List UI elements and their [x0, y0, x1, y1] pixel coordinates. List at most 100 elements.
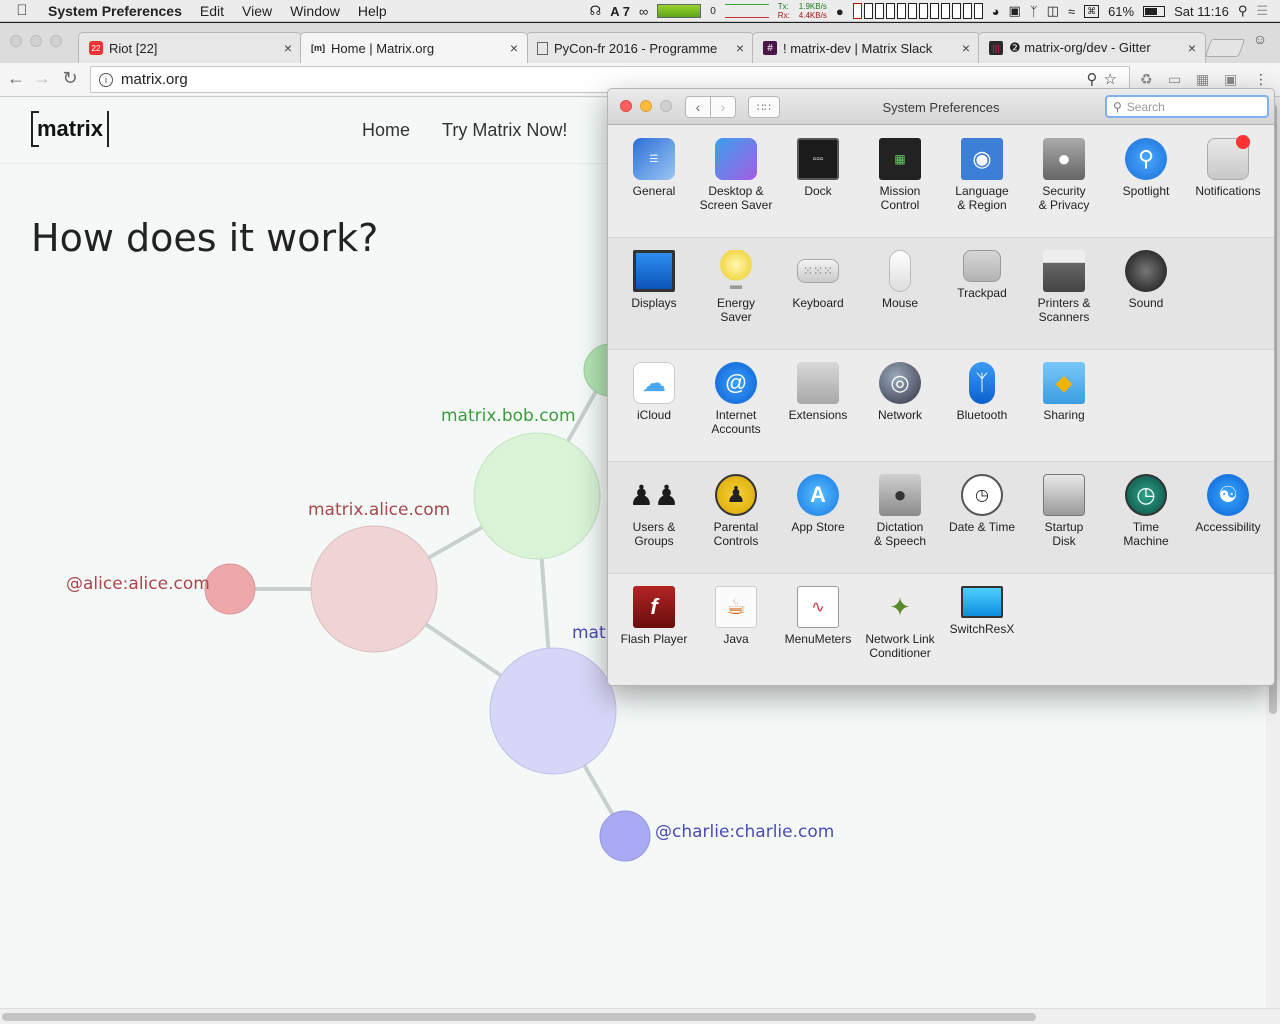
bell-icon[interactable]: ● — [835, 3, 844, 19]
sp-close-button[interactable] — [620, 100, 632, 112]
pane-language-region[interactable]: ◉Language & Region — [941, 132, 1023, 236]
pane-parental-controls[interactable]: ♟Parental Controls — [695, 468, 777, 572]
node-server-charlie[interactable] — [489, 647, 617, 775]
menu-window[interactable]: Window — [290, 2, 340, 19]
tab-close-icon[interactable]: × — [1187, 40, 1197, 56]
pane-accessibility[interactable]: ☯Accessibility — [1187, 468, 1269, 572]
battery-percent[interactable]: 61% — [1108, 3, 1135, 19]
pane-keyboard[interactable]: ⁙⁙⁙Keyboard — [777, 244, 859, 348]
notification-center-icon[interactable]: ☰ — [1256, 3, 1268, 18]
sp-forward-button[interactable]: › — [710, 96, 736, 118]
tab-close-icon[interactable]: × — [735, 40, 745, 56]
clock[interactable]: Sat 11:16 — [1174, 3, 1229, 19]
apple-menu-icon[interactable]:  — [0, 2, 44, 19]
pane-startup-disk[interactable]: Startup Disk — [1023, 468, 1105, 572]
pane-security-privacy[interactable]: ●Security & Privacy — [1023, 132, 1105, 236]
tab-close-icon[interactable]: × — [961, 40, 971, 56]
pane-energy-saver[interactable]: ▬Energy Saver — [695, 244, 777, 348]
node-server-alice[interactable] — [310, 525, 438, 653]
site-info-icon[interactable]: i — [99, 72, 113, 87]
window-close-button[interactable] — [10, 35, 22, 47]
airplay-icon[interactable]: ▣ — [1008, 3, 1021, 18]
forward-icon[interactable]: → — [33, 68, 51, 88]
net-rates[interactable]: 1.9KB/s 4.4KB/s — [798, 2, 827, 20]
sp-back-button[interactable]: ‹ — [685, 96, 711, 118]
pane-sound[interactable]: Sound — [1105, 244, 1187, 348]
sp-zoom-button[interactable] — [660, 100, 672, 112]
pane-desktop-screen-saver[interactable]: Desktop & Screen Saver — [695, 132, 777, 236]
url-text[interactable]: matrix.org — [121, 71, 188, 88]
node-user-alice[interactable] — [204, 563, 256, 615]
tab-gitter[interactable]: ||| ❷ matrix-org/dev - Gitter × — [978, 32, 1206, 63]
mem-pressure[interactable]: 0 — [710, 5, 716, 17]
extension-recycle-icon[interactable]: ♻ — [1140, 71, 1153, 87]
creative-cloud-icon[interactable]: ∞ — [638, 3, 649, 19]
flux-icon[interactable]: ◫ — [1046, 3, 1059, 18]
spotlight-search-icon[interactable]: ⚲ — [1237, 3, 1248, 18]
extension-pocket-icon[interactable]: ▣ — [1224, 71, 1238, 87]
memory-meter[interactable] — [852, 3, 983, 19]
horizontal-scrollbar[interactable] — [0, 1008, 1280, 1024]
vpn-icon[interactable]: ◕ — [991, 3, 1000, 19]
pane-mission-control[interactable]: ▦Mission Control — [859, 132, 941, 236]
pane-sharing[interactable]: ◆Sharing — [1023, 356, 1105, 460]
sp-show-all-button[interactable]: ∷∷ — [748, 96, 780, 118]
pane-switchresx[interactable]: SwitchResX — [941, 580, 1023, 684]
tab-close-icon[interactable]: × — [283, 40, 293, 56]
pane-notifications[interactable]: Notifications — [1187, 132, 1269, 236]
node-server-bob[interactable] — [473, 432, 601, 560]
pane-java[interactable]: ☕Java — [695, 580, 777, 684]
pane-icloud[interactable]: ☁iCloud — [613, 356, 695, 460]
pane-network-link-conditioner[interactable]: ✦Network Link Conditioner — [859, 580, 941, 684]
cpu-meter[interactable] — [657, 4, 702, 18]
menu-edit[interactable]: Edit — [199, 2, 224, 19]
tab-pycon[interactable]: PyCon-fr 2016 - Programme × — [526, 32, 754, 63]
zoom-icon[interactable]: ⚲ — [1086, 71, 1104, 88]
window-zoom-button[interactable] — [50, 35, 62, 47]
bookmark-star-icon[interactable]: ☆ — [1103, 71, 1123, 88]
menu-view[interactable]: View — [242, 2, 273, 19]
pane-spotlight[interactable]: ⚲Spotlight — [1105, 132, 1187, 236]
tab-slack[interactable]: # ! matrix-dev | Matrix Slack × — [752, 32, 980, 63]
pane-internet-accounts[interactable]: @Internet Accounts — [695, 356, 777, 460]
menu-kebab-icon[interactable]: ⋮ — [1254, 71, 1268, 87]
extension-cast-icon[interactable]: ▭ — [1168, 71, 1182, 87]
network-graph[interactable] — [724, 4, 769, 18]
pane-extensions[interactable]: Extensions — [777, 356, 859, 460]
reload-icon[interactable]: ↻ — [62, 68, 78, 88]
back-icon[interactable]: ← — [7, 68, 25, 88]
wifi-icon[interactable]: ≈ — [1067, 3, 1076, 19]
bluetooth-status-icon[interactable]: ᛉ — [1029, 3, 1038, 19]
new-tab-button[interactable] — [1204, 39, 1246, 57]
adobe-icon[interactable]: A 7 — [610, 3, 630, 19]
keyboard-layout-icon[interactable]: ⌘ — [1084, 4, 1100, 18]
window-minimize-button[interactable] — [30, 35, 42, 47]
pane-dictation-speech[interactable]: ●Dictation & Speech — [859, 468, 941, 572]
menu-help[interactable]: Help — [357, 2, 387, 19]
tab-matrix-home[interactable]: [m] Home | Matrix.org × — [300, 32, 528, 63]
pane-menumeters[interactable]: ∿MenuMeters — [777, 580, 859, 684]
pane-network[interactable]: ◎Network — [859, 356, 941, 460]
pane-displays[interactable]: Displays — [613, 244, 695, 348]
tab-riot[interactable]: 22 Riot [22] × — [78, 32, 302, 63]
pane-printers-scanners[interactable]: Printers & Scanners — [1023, 244, 1105, 348]
pane-mouse[interactable]: Mouse — [859, 244, 941, 348]
battery-icon[interactable] — [1143, 5, 1166, 17]
sp-search-field[interactable]: ⚲ Search — [1105, 95, 1269, 118]
node-user-charlie[interactable] — [599, 810, 651, 862]
pane-date-time[interactable]: ◷Date & Time — [941, 468, 1023, 572]
nav-home-link[interactable]: Home — [362, 120, 411, 140]
extension-grid-icon[interactable]: ▦ — [1196, 71, 1210, 87]
pane-time-machine[interactable]: ◷Time Machine — [1105, 468, 1187, 572]
menu-app-name[interactable]: System Preferences — [48, 2, 182, 19]
profile-icon[interactable]: ☺ — [1252, 31, 1268, 47]
pane-general[interactable]: ☰General — [613, 132, 695, 236]
pane-users-groups[interactable]: ♟♟Users & Groups — [613, 468, 695, 572]
horizontal-scroll-thumb[interactable] — [2, 1013, 1036, 1021]
sp-minimize-button[interactable] — [640, 100, 652, 112]
pane-dock[interactable]: ▫▫▫Dock — [777, 132, 859, 236]
headphones-icon[interactable]: ☊ — [589, 3, 602, 18]
